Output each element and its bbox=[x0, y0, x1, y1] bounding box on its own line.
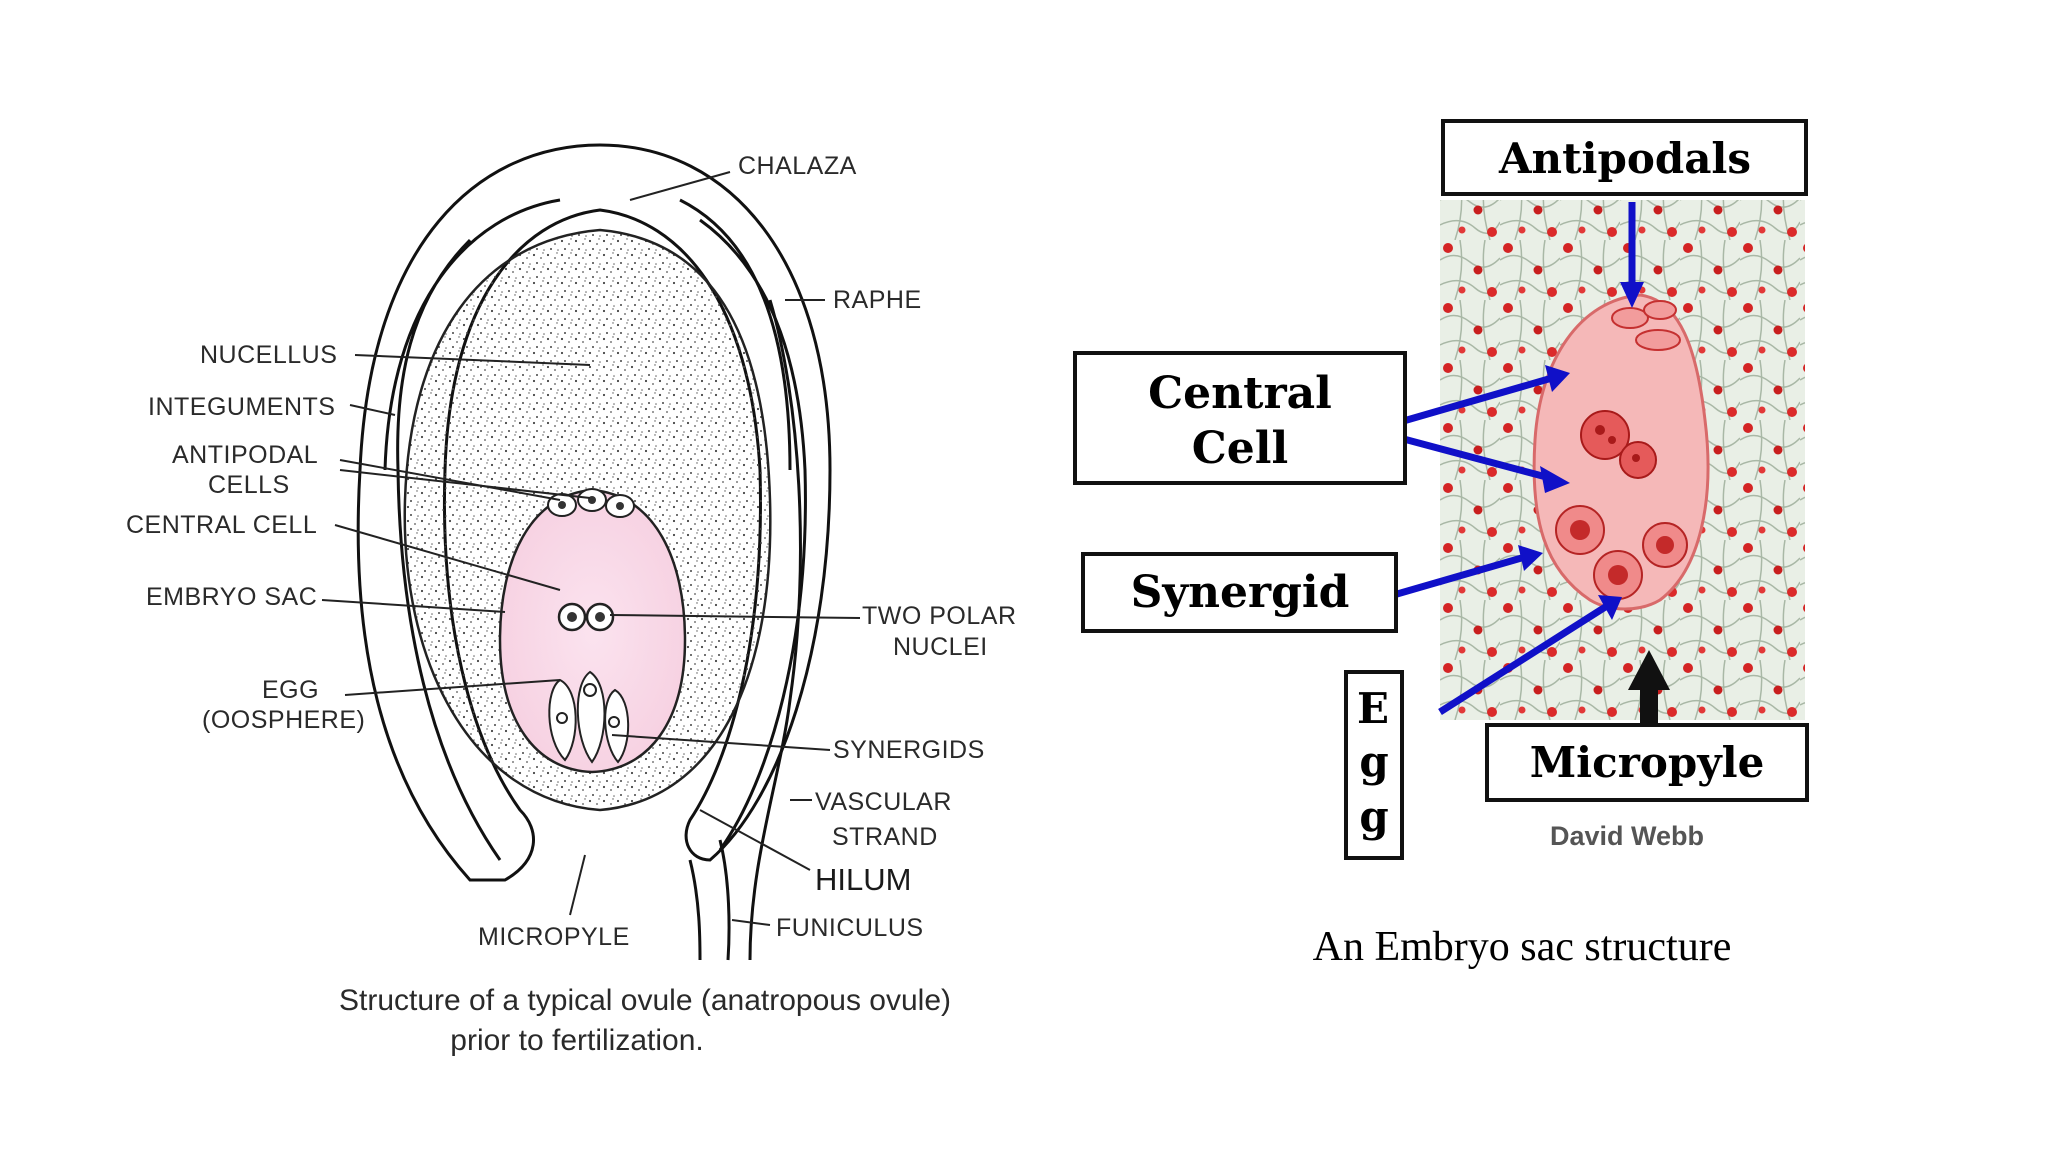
label-vascular-2: STRAND bbox=[832, 823, 938, 851]
box-micropyle bbox=[1485, 723, 1809, 802]
label-vascular-1: VASCULAR bbox=[815, 788, 952, 816]
box-antipodals bbox=[1441, 119, 1808, 196]
micropyle-arrow bbox=[1628, 650, 1670, 725]
label-nucellus: NUCELLUS bbox=[200, 341, 337, 369]
box-synergid bbox=[1081, 552, 1398, 633]
label-integuments: INTEGUMENTS bbox=[148, 393, 335, 421]
embryo-sac-caption: An Embryo sac structure bbox=[1313, 924, 1732, 970]
label-synergid: Synergid bbox=[1131, 567, 1350, 618]
label-funiculus: FUNICULUS bbox=[776, 914, 924, 942]
label-central-1: Central bbox=[1148, 368, 1332, 419]
ovule-caption-line2: prior to fertilization. bbox=[450, 1024, 703, 1057]
inner-integument-right bbox=[679, 198, 807, 851]
antipodal-cells bbox=[547, 488, 635, 518]
label-embryo-sac: EMBRYO SAC bbox=[146, 583, 317, 611]
label-egg-g1: g bbox=[1359, 737, 1388, 786]
ovule-diagram: CHALAZA RAPHE NUCELLUS INTEGUMENTS ANTIP… bbox=[126, 143, 1017, 1057]
label-raphe: RAPHE bbox=[833, 286, 922, 314]
polar-nuclei bbox=[557, 602, 615, 632]
label-central-2: Cell bbox=[1192, 423, 1288, 474]
label-egg-g2: g bbox=[1359, 792, 1388, 841]
outer-integument-outline bbox=[356, 143, 832, 882]
label-polar-2: NUCLEI bbox=[893, 633, 988, 661]
label-antipodals: Antipodals bbox=[1498, 134, 1751, 183]
leader-lines bbox=[321, 171, 861, 926]
label-polar-1: TWO POLAR bbox=[862, 602, 1017, 630]
label-synergids: SYNERGIDS bbox=[833, 736, 985, 764]
box-egg bbox=[1344, 670, 1404, 860]
label-egg-e: E bbox=[1357, 684, 1389, 733]
embryo-sac-photo-panel: Antipodals Central Cell Synergid E g g M… bbox=[1073, 119, 1809, 970]
label-hilum: HILUM bbox=[815, 862, 911, 897]
photo-credit: David Webb bbox=[1550, 821, 1704, 851]
box-central-cell bbox=[1073, 351, 1407, 485]
embryo-sac bbox=[498, 488, 687, 774]
funiculus bbox=[688, 839, 731, 961]
label-egg-1: EGG bbox=[262, 676, 319, 704]
label-antipodal-2: CELLS bbox=[208, 471, 290, 499]
pointer-arrows bbox=[1396, 202, 1644, 715]
label-egg-2: (OOSPHERE) bbox=[202, 706, 365, 734]
label-micropyle-photo: Micropyle bbox=[1530, 738, 1765, 787]
vascular-strand bbox=[748, 299, 802, 961]
label-central-cell: CENTRAL CELL bbox=[126, 511, 317, 539]
label-antipodal-1: ANTIPODAL bbox=[172, 441, 318, 469]
ovule-caption-line1: Structure of a typical ovule (anatropous… bbox=[339, 984, 951, 1017]
egg-apparatus bbox=[548, 670, 630, 764]
label-micropyle: MICROPYLE bbox=[478, 923, 630, 951]
label-chalaza: CHALAZA bbox=[738, 152, 857, 180]
inner-integument bbox=[383, 198, 561, 861]
